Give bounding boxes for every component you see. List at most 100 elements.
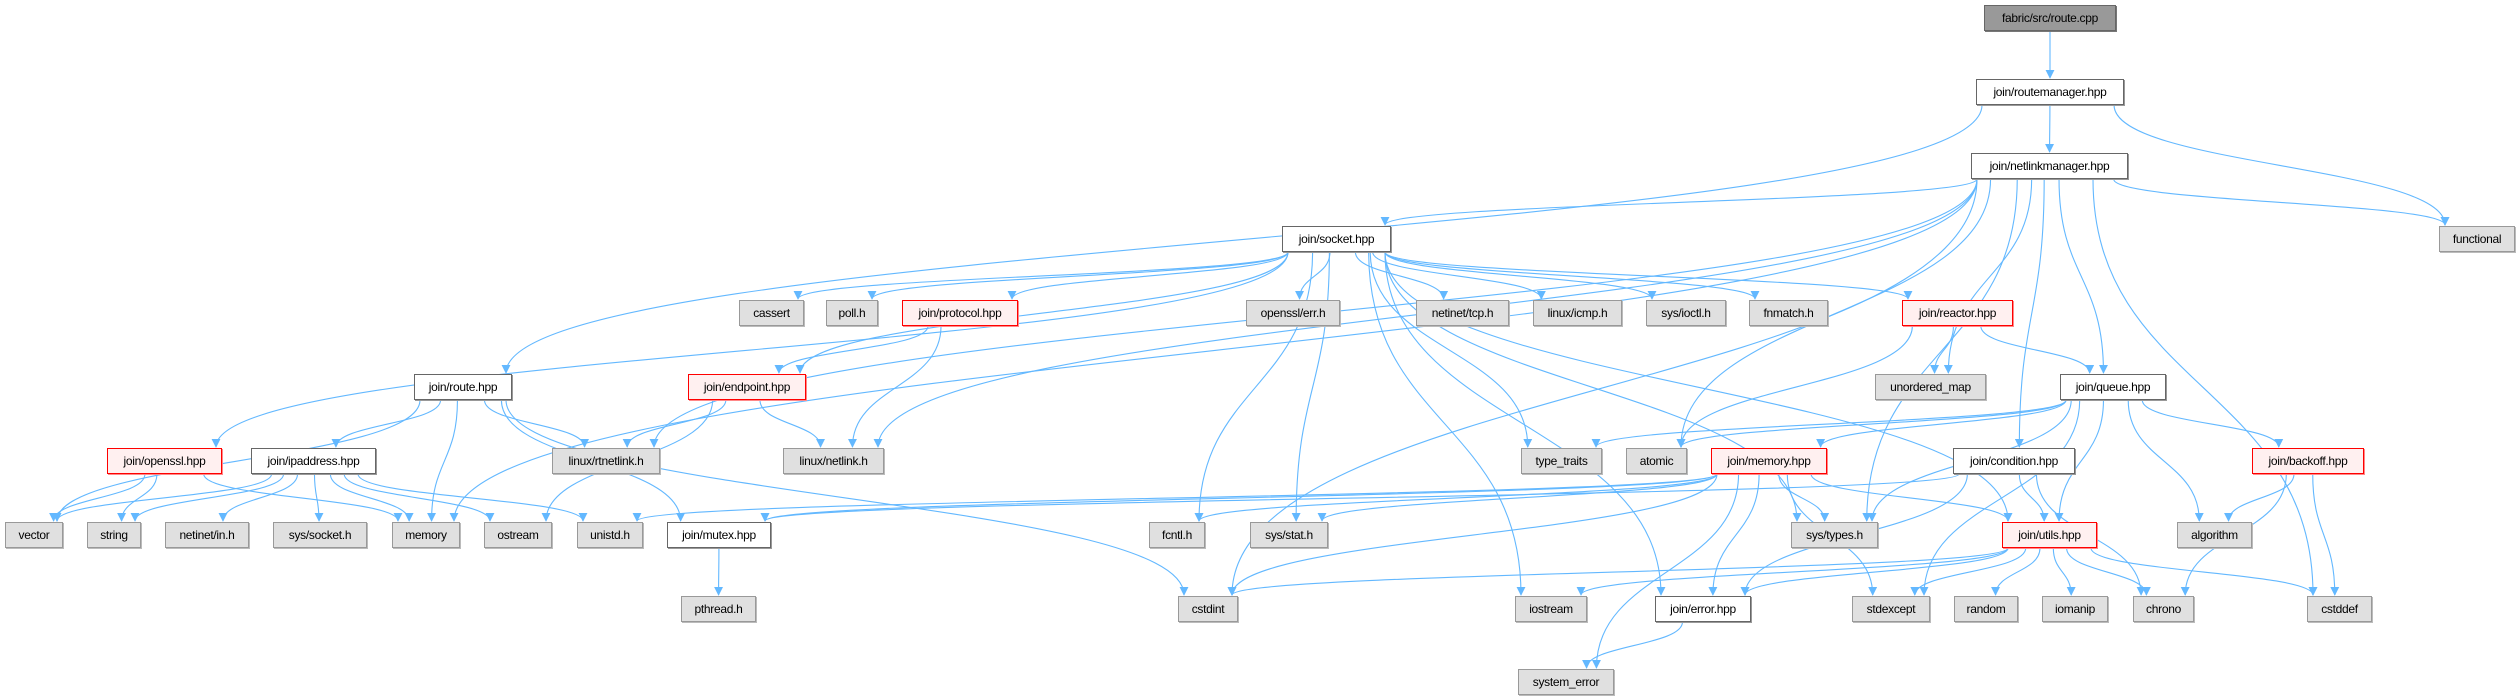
edge-utils-to-cstddef [2090,547,2318,596]
edge-condition-to-mutex [760,473,1960,522]
graph-node-openssl-err: openssl/err.h [1246,300,1340,326]
edge-socket-to-fcntl [1194,251,1314,522]
edge-memory-hpp-to-system-error [1591,473,1740,669]
graph-node-socket[interactable]: join/socket.hpp [1282,226,1391,252]
edge-socket-to-sys-stat [1291,251,1330,522]
graph-node-atomic: atomic [1626,448,1687,474]
graph-node-error[interactable]: join/error.hpp [1655,596,1751,622]
edge-error-to-system-error [1582,621,1683,669]
edge-ipaddress-to-sys-socket [313,473,324,522]
edge-memory-hpp-to-sys-stat [1317,473,1718,522]
graph-node-mutex[interactable]: join/mutex.hpp [667,522,771,548]
edge-socket-to-reactor [1384,251,1913,300]
edge-netlinkmanager-to-cstddef [2092,178,2318,596]
edge-ipaddress-to-string [130,473,285,522]
graph-node-pthread: pthread.h [681,596,756,622]
graph-node-system-error: system_error [1518,669,1614,695]
graph-node-fnmatch: fnmatch.h [1749,300,1828,326]
graph-node-linux-icmp: linux/icmp.h [1533,300,1622,326]
graph-node-route-hpp[interactable]: join/route.hpp [414,374,512,400]
graph-node-utils[interactable]: join/utils.hpp [2002,522,2097,548]
graph-node-openssl-hpp[interactable]: join/openssl.hpp [107,448,222,474]
edge-ipaddress-to-vector [52,473,273,522]
edge-queue-to-atomic [1676,399,2067,448]
edge-netlinkmanager-to-queue [2058,178,2108,374]
edge-reactor-to-queue [1980,325,2095,374]
graph-node-sys-ioctl: sys/ioctl.h [1646,300,1726,326]
edge-socket-to-iostream [1368,251,1526,596]
graph-node-random: random [1954,596,2018,622]
edge-openssl-hpp-to-memory [203,473,403,522]
graph-node-route-cpp[interactable]: fabric/src/route.cpp [1984,5,2116,31]
edge-memory-hpp-to-utils [1810,473,2013,522]
graph-node-cstdint: cstdint [1178,596,1238,622]
graph-node-cassert: cassert [739,300,804,326]
edge-queue-to-type-traits [1591,399,2067,448]
edge-routemanager-to-functional [2113,104,2450,226]
edge-reactor-to-atomic [1676,325,1913,448]
edge-backoff-to-algorithm [2224,473,2295,522]
graph-node-netlink: linux/netlink.h [783,448,884,474]
graph-node-memory-hpp[interactable]: join/memory.hpp [1711,448,1827,474]
graph-node-reactor[interactable]: join/reactor.hpp [1902,300,2013,326]
edge-route-hpp-to-vector [52,399,421,522]
graph-node-memory: memory [392,522,460,548]
edge-utils-to-chrono [2066,547,2151,596]
edge-backoff-to-cstddef [2312,473,2340,596]
graph-node-netlinkmanager[interactable]: join/netlinkmanager.hpp [1971,153,2128,179]
edge-netlinkmanager-to-functional [2113,178,2450,226]
edge-netlinkmanager-to-sys-types [1862,178,2018,522]
graph-node-stdexcept: stdexcept [1852,596,1930,622]
edge-reactor-to-unordered-map [1930,325,1954,374]
graph-node-routemanager[interactable]: join/routemanager.hpp [1976,79,2124,105]
edge-queue-to-backoff [2141,399,2284,448]
edge-route-hpp-to-ipaddress [331,399,442,448]
edge-netlinkmanager-to-atomic [1676,178,1992,448]
edge-memory-hpp-to-unistd [632,473,1718,522]
edge-protocol-to-endpoint [774,325,929,374]
graph-node-cstddef: cstddef [2307,596,2372,622]
graph-node-protocol[interactable]: join/protocol.hpp [902,300,1018,326]
edge-memory-hpp-to-mutex [760,473,1718,522]
graph-node-algorithm: algorithm [2177,522,2252,548]
edge-openssl-hpp-to-string [117,473,158,522]
edge-routemanager-to-route-hpp [501,104,1983,374]
edge-netlinkmanager-to-unordered-map [1943,178,2033,374]
graph-node-fcntl: fcntl.h [1149,522,1205,548]
edge-queue-to-utils [2054,399,2105,522]
edge-route-hpp-to-memory [427,399,458,522]
edge-ipaddress-to-memory [329,473,414,522]
graph-node-unordered-map: unordered_map [1875,374,1986,400]
graph-node-unistd: unistd.h [577,522,643,548]
graph-node-endpoint[interactable]: join/endpoint.hpp [688,374,806,400]
graph-node-sys-stat: sys/stat.h [1250,522,1328,548]
edge-socket-to-error [1384,251,1666,596]
edge-socket-to-sys-ioctl [1384,251,1657,300]
graph-node-queue[interactable]: join/queue.hpp [2060,374,2166,400]
graph-node-string: string [87,522,141,548]
graph-node-ostream: ostream [484,522,552,548]
graph-node-iomanip: iomanip [2042,596,2108,622]
edge-ipaddress-to-netinet-in [218,473,299,522]
edge-utils-to-random [1991,547,2041,596]
edge-netlinkmanager-to-socket [1380,178,1978,226]
edge-queue-to-algorithm [2127,399,2204,522]
graph-node-netinet-in: netinet/in.h [165,522,249,548]
edge-socket-to-openssl-hpp [211,251,1289,448]
edge-netlinkmanager-to-memory [449,178,1978,522]
edge-ipaddress-to-unistd [357,473,588,522]
edge-utils-to-iomanip [2052,547,2076,596]
edge-endpoint-to-rtnetlink [622,399,727,448]
edge-utils-to-iostream [1576,547,2009,596]
edge-netlinkmanager-to-condition [2014,178,2045,448]
edge-condition-to-utils [2018,473,2049,522]
graph-node-ipaddress[interactable]: join/ipaddress.hpp [251,448,376,474]
edge-utils-to-cstdint [1227,547,2009,596]
graph-node-sys-types: sys/types.h [1791,522,1878,548]
graph-node-condition[interactable]: join/condition.hpp [1953,448,2075,474]
graph-node-sys-socket: sys/socket.h [273,522,367,548]
edge-socket-to-openssl-err [1295,251,1331,300]
graph-node-backoff[interactable]: join/backoff.hpp [2252,448,2364,474]
